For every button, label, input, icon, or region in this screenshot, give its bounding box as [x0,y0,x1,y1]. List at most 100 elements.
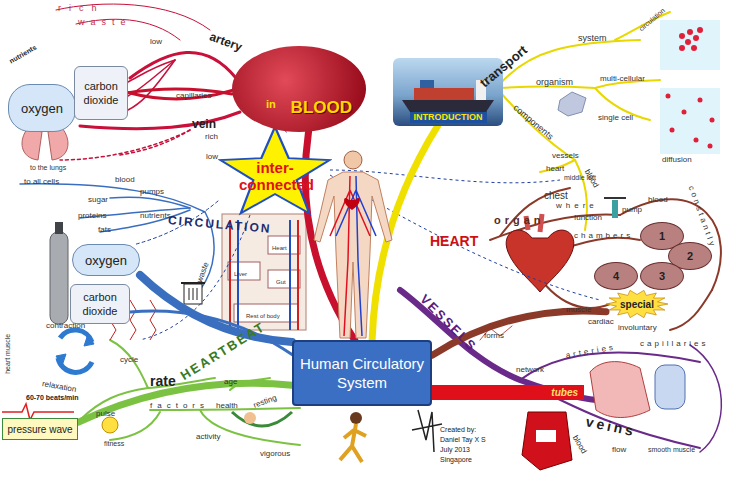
diffusion-pictures-part [679,27,703,51]
branch-label: flow [612,446,626,455]
heart-sub-branches-part [500,188,570,236]
branch-label: veins [584,414,637,440]
branch-label: fitness [104,440,124,448]
branch-label: single cell [598,114,633,123]
human-figure-part [344,151,362,169]
branch-label: forms [484,332,504,341]
chamber-oval: 3 [640,262,684,290]
circulation-picture-part [230,220,298,330]
branch-label: health [216,402,238,411]
branch-label: to the lungs [30,164,66,172]
branch-label: low [206,153,218,162]
vessel-picture-part [655,365,685,409]
diffusion-pictures-part-part [698,98,703,103]
rest-figures-part [244,412,256,424]
lungs-picture-part [22,128,42,160]
rest-figures-part [232,412,292,426]
ship-picture-part [420,80,434,88]
branch-label: Created by: [440,426,476,434]
intro-sub-branches [500,12,670,230]
human-figure [314,151,392,338]
heart-sub-branches-part [670,290,712,330]
branch-label: function [574,214,602,223]
branch-label: Daniel Tay X S [440,436,486,444]
node-text: Human Circulatory System [294,354,430,392]
circulation-picture-part [268,236,300,254]
node-text: oxygen [21,101,63,116]
heartbeat-sub-branches-part [110,340,148,388]
diffusion-pictures-part-part [691,45,697,51]
diffusion-pictures-part [558,92,586,116]
heart-picture-part [506,230,574,292]
node-text: carbon dioxide [71,290,129,318]
branch-label: muscle [566,306,591,315]
vessel-picture-part [590,362,650,418]
node-text: tubes [551,387,578,398]
branch-label: constantly [686,185,717,250]
vessel-picture [590,362,685,418]
diffusion-pictures-part-part [694,138,699,143]
node-text: pressure wave [7,424,72,435]
oxygen-tank-part [50,232,68,324]
branch-label: factors [150,402,209,411]
gas-cloud: oxygen [72,244,140,276]
branch-label: cardiac [588,318,614,327]
note-box: pressure wave [2,418,78,440]
branch-label: relaxation [41,380,77,395]
pump-icon-part [612,200,618,218]
branch-label: 60-70 beats/min [26,394,79,402]
branch-label: nutrients [8,44,38,66]
blood-bag-part [536,430,556,442]
interconnect-dashes-part [330,175,600,300]
branch-label: July 2013 [440,446,470,454]
blood-sub-branches-part [60,130,190,160]
trash-bin-part [189,288,197,300]
blood-sub-branches-part [128,60,175,110]
diffusion-pictures-part [660,20,720,70]
oxygen-tank-part [55,222,63,234]
branch-label: organism [536,78,573,88]
gas-box: carbon dioxide [74,66,128,120]
star-shape [220,127,329,213]
branch-label: blood [648,196,668,205]
lungs-picture-part [48,128,68,160]
branch-label: HEART [430,234,478,249]
node-text: 4 [613,270,619,282]
diffusion-pictures [558,20,720,154]
branch-label: vessels [552,152,579,161]
branch-label: low [150,38,162,47]
branch-connector [130,311,292,355]
interconnect-dashes-part [330,170,560,183]
blood-bag-part [522,412,572,470]
branch-label: arteries [565,343,616,360]
branch-label: organ [494,214,545,226]
diffusion-pictures-part-part [697,27,703,33]
branch-label: smooth muscle [648,446,695,454]
diffusion-pictures-part-part [710,118,715,123]
node-text: 3 [659,270,665,282]
diffusion-pictures-part-part [693,35,699,41]
picture-box: INTRODUCTION [393,58,503,126]
rest-figures-part [350,412,362,424]
branch-label: pump [622,206,642,215]
branch-label: network [516,366,544,375]
heartbeat-sub-branches [80,340,300,445]
branch-label: system [578,34,607,44]
branch-label: nutrients [140,212,171,221]
cycle-arrows [56,330,94,373]
node-text: INTRODUCTION [410,111,487,123]
branch-label: Singapore [440,456,472,464]
circulation-picture-part [228,262,260,280]
branch-label: components [511,103,555,142]
branch-label: contraction [46,322,85,331]
signature [412,410,442,452]
lungs-picture [22,128,68,160]
branch-label: Liver [234,271,247,278]
branch-label: multi-cellular [600,75,645,84]
oxygen-tank [50,222,68,324]
node-text: 1 [659,230,665,242]
rest-figures [232,412,366,462]
pump-icon-part [604,197,626,199]
circulation-sub-branches-part [110,197,190,208]
